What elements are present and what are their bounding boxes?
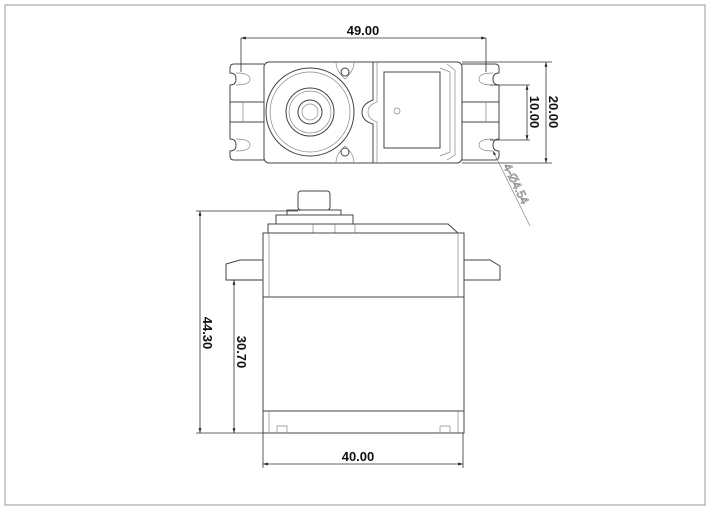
side-right-tab — [464, 259, 501, 281]
hole-callout: 4-Ø4.54 — [500, 161, 532, 206]
screw-hole-bottom — [340, 147, 350, 157]
side-left-tab — [225, 259, 263, 281]
dim-side-total-height: 44.30 — [200, 317, 215, 350]
dim-top-height: 20.00 — [546, 96, 561, 129]
side-body-outline — [262, 232, 465, 434]
screw-hole-top — [340, 67, 350, 77]
dim-top-width: 49.00 — [347, 23, 380, 38]
drawing-frame — [4, 4, 706, 506]
dim-side-tab-height: 30.70 — [234, 336, 249, 369]
dim-hole-spacing: 10.00 — [527, 96, 542, 129]
top-body-outline — [263, 61, 463, 164]
output-spline — [297, 190, 331, 211]
right-mount-tab — [462, 63, 500, 161]
output-gear — [265, 67, 355, 157]
side-view: 44.30 30.70 40.00 — [196, 190, 501, 468]
left-mount-tab — [229, 63, 264, 161]
small-hole — [393, 107, 401, 115]
dim-side-width: 40.00 — [342, 449, 375, 464]
motor-cover — [383, 71, 441, 149]
top-view: 49.00 20.00 10.00 4-Ø4.54 — [229, 23, 561, 227]
